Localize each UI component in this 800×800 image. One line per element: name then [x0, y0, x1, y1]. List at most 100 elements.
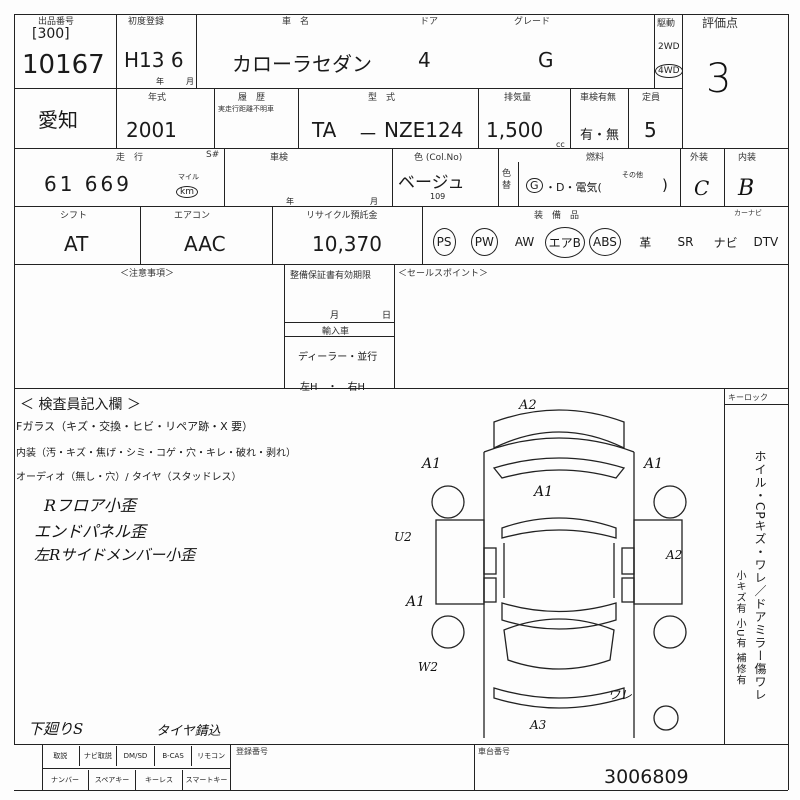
model-dash: － [358, 122, 378, 146]
color-mark: 色替 [502, 169, 512, 191]
grade-label: グレード [514, 17, 551, 27]
model-year-value: 2001 [126, 118, 177, 142]
shaken-exp-month: 月 [370, 197, 378, 206]
score-value: 3 [706, 56, 732, 102]
displacement-value: 1,500 [486, 118, 544, 142]
note-side-member: 左Rサイドメンバー小歪 [34, 546, 196, 564]
lot-bracket: [300] [32, 26, 70, 42]
shaken-exp-label: 車検 [270, 153, 289, 163]
history-label: 履 歴 [238, 93, 266, 103]
note-tire-rust: タイヤ錆込 [156, 724, 221, 739]
grade-value: G [538, 48, 554, 72]
damage-left-u2: U2 [394, 530, 412, 544]
mileage-unit-mile: マイル [178, 173, 199, 181]
damage-left-rear-a1: A1 [406, 594, 426, 610]
shaken-exp-year: 年 [286, 197, 294, 206]
first-registration: H13 6 [124, 48, 184, 72]
import-label: 輸入車 [322, 327, 350, 337]
shaken-choice: 有・無 [580, 128, 620, 143]
inspector-line-audio: オーディオ（無し・穴）/ タイヤ（スタッドレス） [16, 472, 242, 483]
shaken-label: 車検有無 [580, 93, 617, 103]
inspector-line-glass: Fガラス（キズ・交換・ヒビ・リペア跡・X 要） [16, 420, 254, 433]
color-label: 色 (Col.No) [414, 153, 463, 163]
vertical-note-sub: 小キズ有 小U有 補修有 [734, 570, 745, 686]
damage-right-front-a1: A1 [644, 456, 664, 472]
damage-left-front-a1: A1 [422, 456, 442, 472]
equipment-item-8: DTV [746, 222, 786, 262]
inspector-line-interior: 内装（汚・キズ・焦げ・シミ・コゲ・穴・キレ・破れ・剥れ） [16, 448, 296, 459]
inspector-label: ＜ 検査員記入欄 ＞ [20, 397, 141, 413]
fuel-options: ・D・電気( [545, 181, 602, 194]
lot-number: 10167 [22, 50, 105, 80]
warranty-month: 月 [330, 311, 340, 321]
equipment-label-3: エアB [544, 226, 585, 258]
interior-label: 内装 [738, 153, 757, 163]
car-name: カローラセダン [232, 52, 372, 76]
interior-value: B [738, 176, 755, 201]
capacity-value: 5 [644, 118, 657, 142]
displacement-label: 排気量 [504, 93, 532, 103]
option-row2-item-0: ナンバー [42, 770, 89, 790]
remarks-label: ＜注意事項＞ [120, 269, 175, 279]
equipment-item-4: ABS [585, 222, 625, 262]
equipment-label-6: SR [677, 235, 694, 249]
note-floor: Rフロア小歪 [44, 496, 137, 515]
color-number: 109 [430, 192, 446, 201]
equipment-label: 装 備 品 [534, 211, 580, 221]
note-end-panel: エンドパネル歪 [34, 522, 147, 541]
fuel-gasoline-circled: G [526, 178, 543, 193]
import-handle: 左H ・ 右H [300, 382, 366, 393]
first-reg-month-unit: 月 [186, 77, 194, 86]
option-row2-item-1: スペアキー [89, 770, 136, 790]
sales-point-label: ＜セールスポイント＞ [398, 269, 489, 279]
mileage-label: 走 行 [116, 153, 144, 163]
warranty-day: 日 [382, 311, 392, 321]
chassis-number-label: 車台番号 [478, 747, 510, 756]
model-code-label: 型 式 [368, 93, 396, 103]
option-row1-item-0: 取説 [42, 746, 80, 766]
model-year-label: 年式 [148, 93, 167, 103]
lot-number-label: 出品番号 [38, 17, 75, 27]
chassis-number: 3006809 [604, 766, 689, 788]
doors-value: 4 [418, 48, 431, 72]
equipment-item-1: PW [464, 222, 504, 262]
shift-label: シフト [60, 211, 88, 221]
note-underbody: 下廻りS [28, 720, 84, 738]
history-sub: 実走行距離不明車 [218, 105, 274, 113]
option-row1-item-3: B-CAS [155, 746, 193, 766]
drive-2wd: 2WD [658, 42, 680, 52]
recycle-value: 10,370 [312, 232, 382, 256]
shift-value: AT [64, 232, 89, 256]
model-prefix: TA [312, 118, 337, 142]
option-row1-item-4: リモコン [197, 752, 226, 760]
color-value: ベージュ [398, 173, 465, 193]
first-registration-label: 初度登録 [128, 17, 165, 27]
option-row1-item-1: ナビ取説 [80, 746, 118, 766]
model-code-value: NZE124 [384, 118, 464, 142]
equipment-item-0: PS [424, 222, 464, 262]
damage-right-a2: A2 [666, 548, 683, 562]
exterior-value: C [694, 176, 710, 200]
equipment-item-2: AW [504, 222, 544, 262]
equipment-item-5: 革 [625, 222, 665, 262]
option-row1-item-2: DM/SD [117, 746, 155, 766]
equipment-item-3: エアB [544, 222, 585, 262]
keylock-label: キーロック [728, 393, 768, 402]
option-row2-item-3: スマートキー [185, 776, 228, 784]
damage-hood-a1: A1 [534, 484, 554, 500]
first-reg-year-unit: 年 [156, 77, 164, 86]
option-row2-item-2: キーレス [136, 770, 183, 790]
score-label: 評価点 [702, 16, 739, 30]
navi-label: カーナビ [734, 209, 762, 217]
aircon-value: AAC [184, 232, 226, 256]
damage-rear-crack: ワレ [608, 688, 633, 702]
s-mark-label: S# [206, 150, 220, 160]
fuel-other: その他 [622, 171, 643, 179]
aircon-label: エアコン [174, 211, 211, 221]
equipment-item-6: SR [665, 222, 705, 262]
equipment-label-1: PW [470, 228, 498, 256]
equipment-label-2: AW [514, 235, 535, 249]
